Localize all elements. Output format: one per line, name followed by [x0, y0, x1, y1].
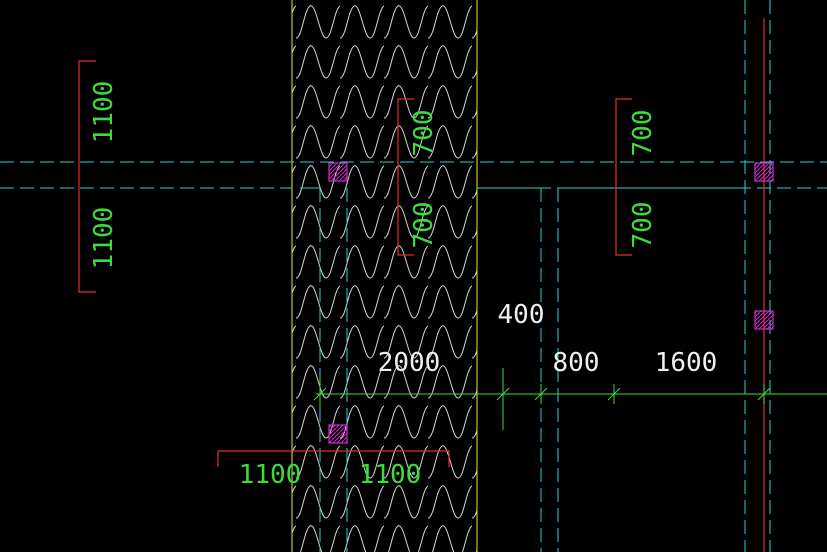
label-span-c: 800: [553, 348, 600, 378]
axis-corner-mid: [477, 187, 542, 198]
label-middle-lower: 700: [409, 202, 439, 249]
hatched-square-icon[interactable]: [328, 162, 348, 182]
label-right-lower: 700: [628, 202, 658, 249]
wall-band[interactable]: [291, 0, 478, 552]
axis-corner-mid-b: [557, 187, 745, 198]
hatched-square-icon[interactable]: [328, 424, 348, 444]
label-left-lower: 1100: [89, 207, 119, 270]
label-middle-upper: 700: [409, 110, 439, 157]
dimension-labels: 1100 1100 700 700 700 700 1100 1100 2000…: [89, 81, 717, 490]
label-span-a: 2000: [378, 348, 441, 378]
column-markers: [328, 162, 774, 444]
leader-right: [615, 98, 632, 256]
leader-left: [78, 60, 96, 293]
wall-hatch: [292, 0, 477, 552]
label-span-d: 1600: [655, 348, 718, 378]
dimension-slash-3: [534, 387, 548, 401]
label-right-upper: 700: [628, 110, 658, 157]
label-bottom-left: 1100: [239, 460, 302, 490]
dimension-slash-2: [496, 387, 510, 401]
dimension-line: [313, 368, 827, 430]
axis-corner-left: [300, 187, 321, 200]
hatched-square-icon[interactable]: [754, 310, 774, 330]
column-leaders: [78, 18, 765, 552]
label-span-b: 400: [498, 300, 545, 330]
dimension-slash-1: [313, 387, 327, 401]
dimension-slash-4: [607, 387, 621, 401]
label-left-upper: 1100: [89, 81, 119, 144]
leader-middle: [397, 98, 414, 256]
leader-bottom: [217, 450, 450, 467]
dimension-slash-5: [757, 387, 771, 401]
hatched-square-icon[interactable]: [754, 162, 774, 182]
label-bottom-right: 1100: [359, 460, 422, 490]
